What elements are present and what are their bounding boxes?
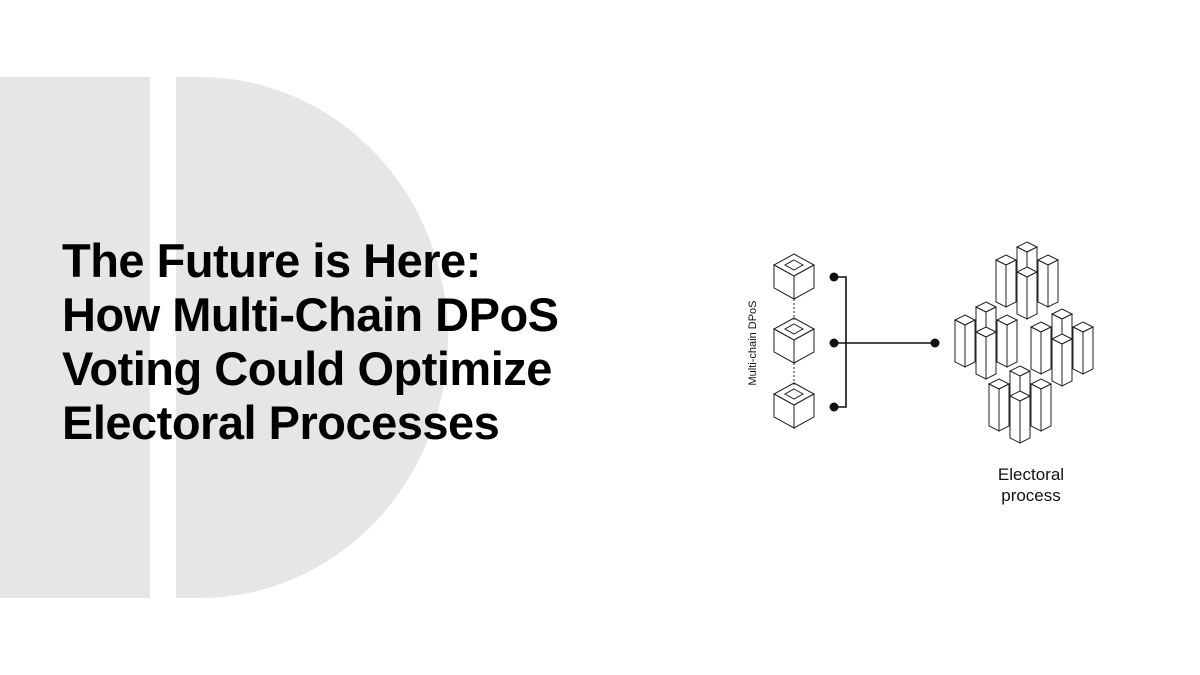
electoral-process-cluster [954,241,1094,444]
chain-block-2 [773,317,815,364]
title-line-4: Electoral Processes [62,396,500,449]
connector-dot-target [930,338,940,348]
connector-dot-3 [829,402,839,412]
decor-bar [0,77,150,598]
target-label-line-1: Electoral [998,465,1064,484]
chain-block-3 [773,382,815,429]
chain-diagram: Multi-chain DPoS Electoral [747,241,1094,505]
bracket-connector [834,276,935,408]
title-line-3: Voting Could Optimize [62,342,552,395]
chain-block-1 [773,253,815,300]
title-line-2: How Multi-Chain DPoS [62,288,559,341]
connector-dot-1 [829,272,839,282]
decor-half-disc [176,77,448,598]
connector-dot-2 [829,338,839,348]
chain-label: Multi-chain DPoS [747,301,759,386]
target-label-line-2: process [1001,486,1061,505]
page-title: The Future is Here: How Multi-Chain DPoS… [62,234,682,450]
title-line-1: The Future is Here: [62,234,481,287]
